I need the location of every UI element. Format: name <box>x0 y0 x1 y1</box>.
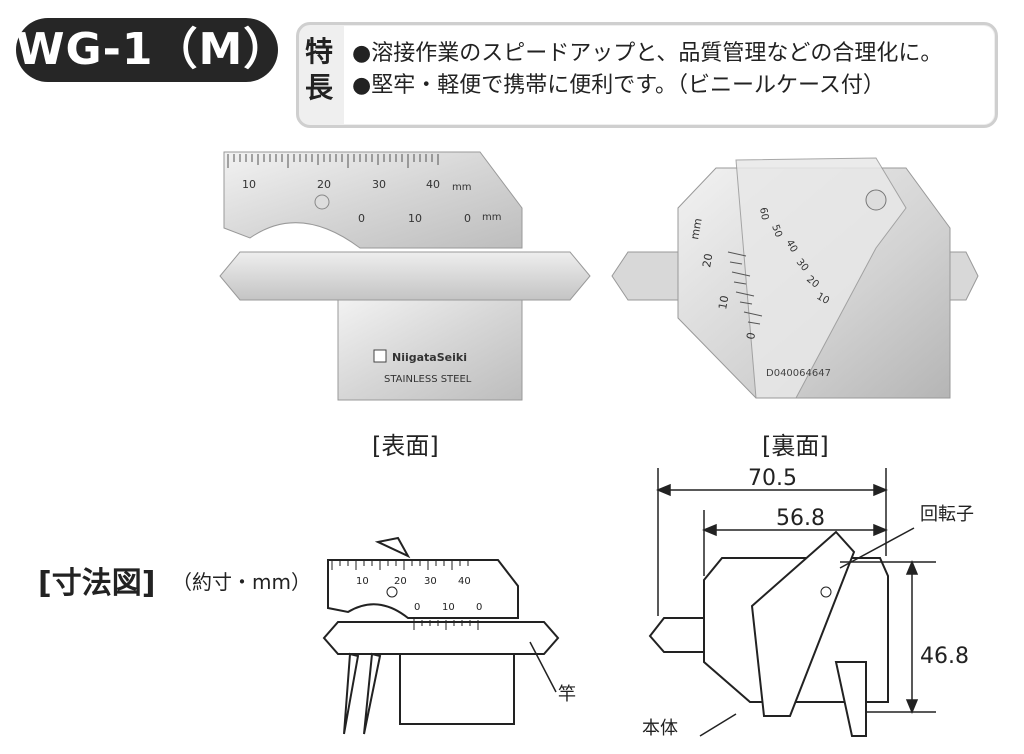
front-drawing-bar <box>322 621 560 655</box>
front-lower-10: 10 <box>408 212 422 225</box>
front-scale-30: 30 <box>372 178 386 191</box>
back-rotor <box>735 157 907 399</box>
feature-label-line1: 特 <box>304 35 333 68</box>
front-drawing-pivot-icon <box>386 586 398 598</box>
dim-arrow-46-top <box>905 560 919 575</box>
feature-item-2: ●堅牢・軽便で携帯に便利です。（ビニールケース付） <box>352 73 885 98</box>
front-drawing: 10 20 30 40 0 10 0 <box>322 536 560 735</box>
drawing-lower-10: 10 <box>442 602 455 613</box>
front-caption: [表面] <box>372 432 439 460</box>
dim-arrow-56-left <box>702 523 717 537</box>
front-drawing-body <box>327 559 519 619</box>
back-angle-50: 50 <box>769 223 784 239</box>
front-drawing-leg-left <box>343 652 360 735</box>
drawing-top-10: 10 <box>356 576 369 587</box>
front-lower-0a: 0 <box>358 212 365 225</box>
front-scale-mm: mm <box>452 182 471 193</box>
leader-sao <box>529 641 557 693</box>
front-drawing-leg-right <box>363 652 382 735</box>
front-drawing-ticks <box>331 560 479 630</box>
drawing-lower-0a: 0 <box>414 602 420 613</box>
back-serial: D040064647 <box>766 368 831 379</box>
front-slider-bar <box>219 251 591 301</box>
front-body-lower <box>337 299 523 401</box>
dim-value-46-8: 46.8 <box>920 644 969 669</box>
dim-arrow-46-bottom <box>905 699 919 714</box>
leader-kaitenshi <box>839 527 915 569</box>
front-scale-40: 40 <box>426 178 440 191</box>
dim-arrow-70-right <box>873 483 888 497</box>
back-scale-10: 10 <box>716 294 731 310</box>
dim-arrow-56-right <box>873 523 888 537</box>
front-scale-20: 20 <box>317 178 331 191</box>
front-material: STAINLESS STEEL <box>384 374 472 385</box>
dim-value-70-5: 70.5 <box>748 466 797 491</box>
back-mm: mm <box>688 217 705 240</box>
front-lower-mm: mm <box>482 212 501 223</box>
feature-label: 特 長 <box>300 34 338 106</box>
part-label-sao: 竿 <box>558 684 576 705</box>
part-label-hontai: 本体 <box>642 718 678 739</box>
dimension-title: [寸法図] <box>38 566 156 601</box>
back-drawing-rotor <box>750 530 856 717</box>
product-title: WG-1（M） <box>16 18 287 82</box>
dim-value-56-8: 56.8 <box>776 506 825 531</box>
front-lower-0b: 0 <box>464 212 471 225</box>
front-brand: NiigataSeiki <box>392 351 467 364</box>
drawing-top-30: 30 <box>424 576 437 587</box>
drawing-top-40: 40 <box>458 576 471 587</box>
drawing-top-20: 20 <box>394 576 407 587</box>
front-drawing-tab <box>374 536 411 559</box>
front-photo: 10 20 30 40 mm 0 10 0 mm NiigataSeiki ST… <box>219 151 591 401</box>
front-pivot-icon <box>314 194 330 210</box>
drawing-lower-0b: 0 <box>476 602 482 613</box>
feature-item-1: ●溶接作業のスピードアップと、品質管理などの合理化に。 <box>352 41 943 66</box>
dim-arrow-70-left <box>656 483 671 497</box>
back-photo: mm 20 10 0 60 50 40 30 20 10 D040064647 <box>611 157 979 399</box>
back-drawing-pivot-icon <box>820 586 832 598</box>
front-drawing-lower <box>399 653 515 725</box>
dimension-note: （約寸・mm） <box>172 570 311 594</box>
feature-inner-panel <box>344 26 994 124</box>
back-pivot-icon <box>865 189 887 211</box>
brand-logo-icon <box>373 349 387 363</box>
back-scale-20: 20 <box>700 252 715 268</box>
front-body-top <box>223 151 523 249</box>
back-scale-ticks <box>727 251 763 325</box>
back-caption: [裏面] <box>762 432 829 460</box>
part-label-kaitenshi: 回転子 <box>920 504 974 525</box>
back-drawing <box>648 468 936 737</box>
front-ruler-ticks <box>227 154 439 168</box>
feature-label-line2: 長 <box>304 71 333 104</box>
back-scale-0: 0 <box>744 331 758 340</box>
front-scale-10: 10 <box>242 178 256 191</box>
back-angle-60: 60 <box>757 207 770 221</box>
leader-hontai <box>699 713 737 737</box>
back-drawing-scale <box>834 661 867 737</box>
